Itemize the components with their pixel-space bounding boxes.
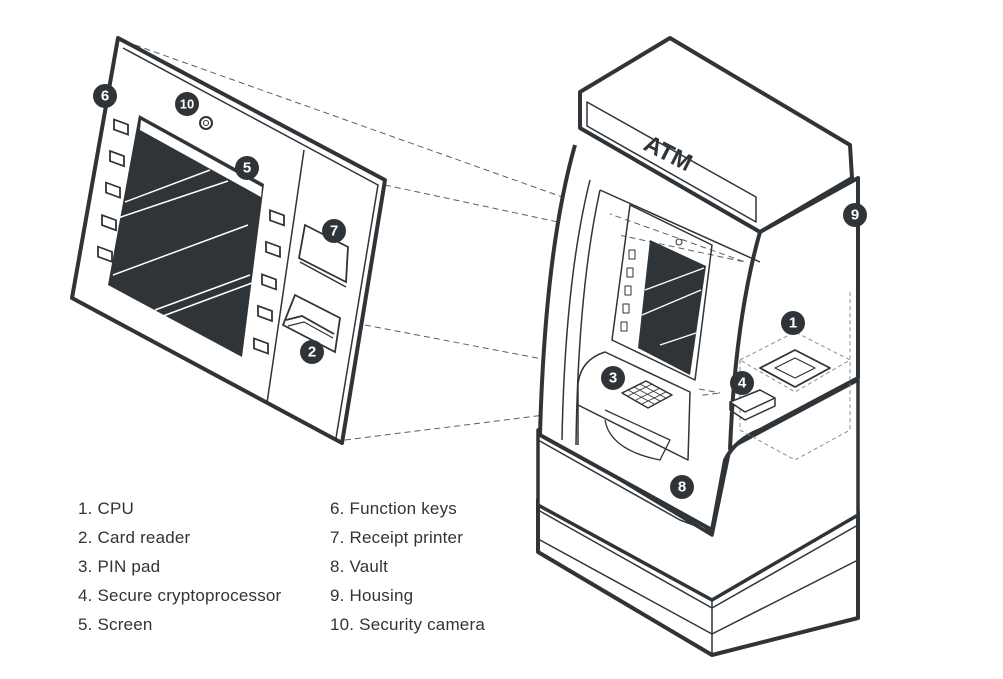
function-key[interactable] — [109, 149, 125, 168]
atm-sign-box — [578, 36, 854, 234]
function-key[interactable] — [261, 273, 277, 291]
legend-right-column: 6. Function keys 7. Receipt printer 8. V… — [330, 494, 485, 639]
panel-divider — [266, 149, 305, 404]
svg-text:6: 6 — [101, 88, 109, 105]
housing-body — [538, 144, 860, 532]
function-key[interactable] — [257, 304, 273, 323]
panel-bevel — [122, 47, 379, 439]
security-camera-icon — [199, 116, 213, 130]
legend-item: 1. CPU — [78, 499, 134, 518]
internal-compartment — [739, 290, 851, 461]
svg-text:2: 2 — [308, 344, 316, 361]
callout-2: 2 — [300, 340, 324, 364]
legend-item: 9. Housing — [330, 586, 414, 605]
function-key[interactable] — [97, 245, 113, 263]
function-key[interactable] — [269, 209, 285, 227]
legend-item: 3. PIN pad — [78, 557, 161, 576]
function-key[interactable] — [265, 240, 281, 259]
callout-7: 7 — [322, 219, 346, 243]
legend-item: 8. Vault — [330, 557, 388, 576]
callout-1: 1 — [781, 311, 805, 335]
atm-machine: ATM — [536, 36, 860, 657]
function-keys-left — [97, 118, 129, 263]
svg-text:8: 8 — [678, 479, 686, 496]
callout-6: 6 — [93, 84, 117, 108]
legend-item: 4. Secure cryptoprocessor — [78, 586, 282, 605]
callout-10: 10 — [175, 92, 199, 116]
screen-glare — [112, 169, 253, 317]
legend-item: 6. Function keys — [330, 499, 457, 518]
function-key[interactable] — [101, 213, 117, 232]
svg-text:4: 4 — [738, 375, 747, 392]
legend-item: 10. Security camera — [330, 615, 485, 634]
card-reader-slot — [281, 293, 341, 354]
legend-item: 5. Screen — [78, 615, 153, 634]
callout-3: 3 — [601, 366, 625, 390]
function-key[interactable] — [113, 118, 129, 136]
legend-left-column: 1. CPU 2. Card reader 3. PIN pad 4. Secu… — [78, 494, 281, 639]
svg-text:5: 5 — [243, 160, 251, 177]
callout-badges: 1 2 3 4 5 6 7 8 9 10 — [93, 84, 867, 499]
callout-8: 8 — [670, 475, 694, 499]
callout-9: 9 — [843, 203, 867, 227]
panel-screen-bezel — [140, 120, 262, 197]
svg-text:1: 1 — [789, 315, 797, 332]
function-keys-right — [253, 209, 285, 355]
legend-item: 2. Card reader — [78, 528, 191, 547]
svg-text:9: 9 — [851, 207, 859, 224]
callout-4: 4 — [730, 371, 754, 395]
svg-text:3: 3 — [609, 370, 617, 387]
function-key[interactable] — [105, 181, 121, 199]
projection-line — [134, 44, 746, 263]
legend-item: 7. Receipt printer — [330, 528, 464, 547]
function-key[interactable] — [253, 337, 269, 355]
atm-function-keys — [620, 249, 636, 332]
svg-text:7: 7 — [330, 223, 338, 240]
callout-5: 5 — [235, 156, 259, 180]
svg-text:10: 10 — [180, 97, 194, 112]
